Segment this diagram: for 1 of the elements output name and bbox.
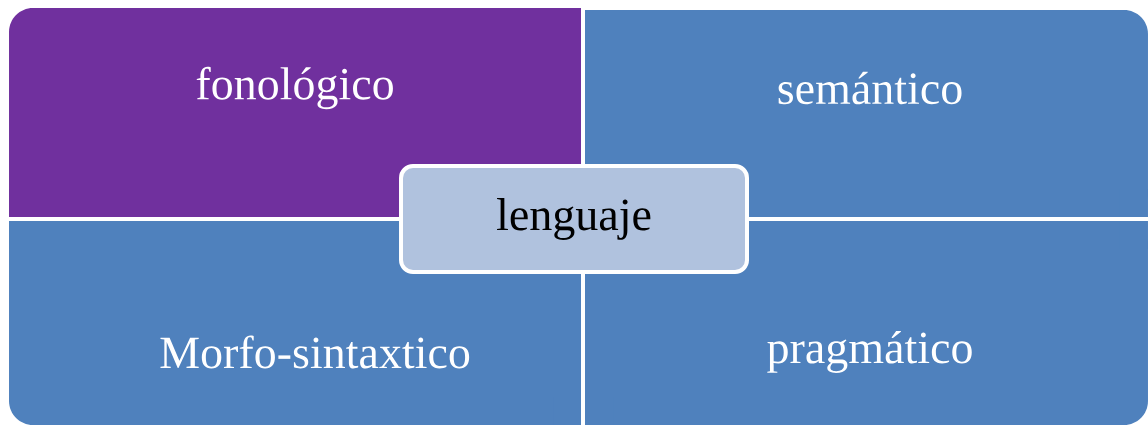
center-box: lenguaje: [399, 164, 749, 274]
